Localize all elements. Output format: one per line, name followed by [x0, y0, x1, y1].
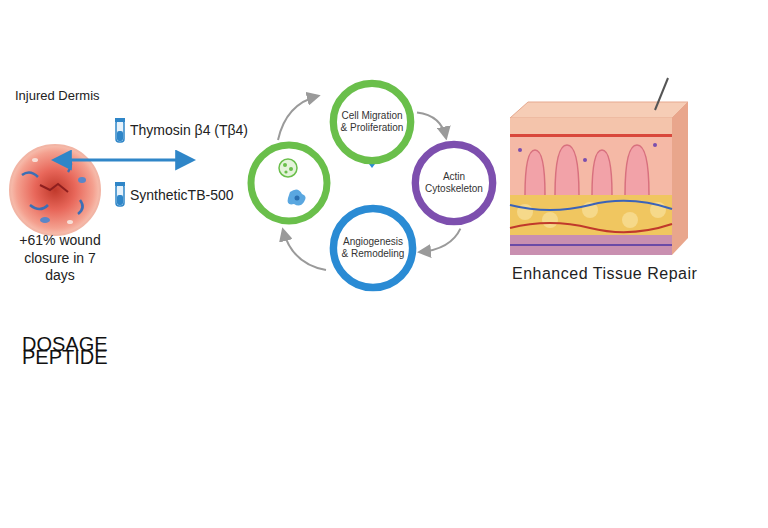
- skin-illustration: [510, 78, 688, 255]
- vial-icon: [115, 182, 125, 206]
- watermark: PEPTIDE: [22, 345, 108, 370]
- process-circle: Angiogenesis & Remodeling: [329, 204, 417, 292]
- cycle-arrow: [417, 112, 446, 137]
- vial-icon: [115, 118, 125, 142]
- cell-icon-circle: [251, 145, 327, 221]
- process-circle: Actin Cytoskeleton: [411, 140, 497, 226]
- peptide-label: Thymosin β4 (Tβ4): [130, 122, 248, 140]
- cycle-arrow: [420, 229, 461, 253]
- illustration-label: Injured Dermis: [15, 88, 100, 104]
- result-note: +61% wound closure in 7 days: [10, 232, 110, 285]
- cycle-arrow: [278, 96, 318, 140]
- cycle-arrow: [283, 230, 326, 270]
- node-label: Angiogenesis & Remodeling: [340, 236, 406, 260]
- node-label: Actin Cytoskeleton: [422, 171, 486, 195]
- node-label: Cell Migration & Proliferation: [340, 110, 404, 134]
- peptide-label: SyntheticTB-500: [130, 187, 234, 205]
- double-arrow: [55, 159, 192, 162]
- illustration-label: Enhanced Tissue Repair: [512, 264, 697, 284]
- process-circle: Cell Migration & Proliferation: [329, 79, 415, 165]
